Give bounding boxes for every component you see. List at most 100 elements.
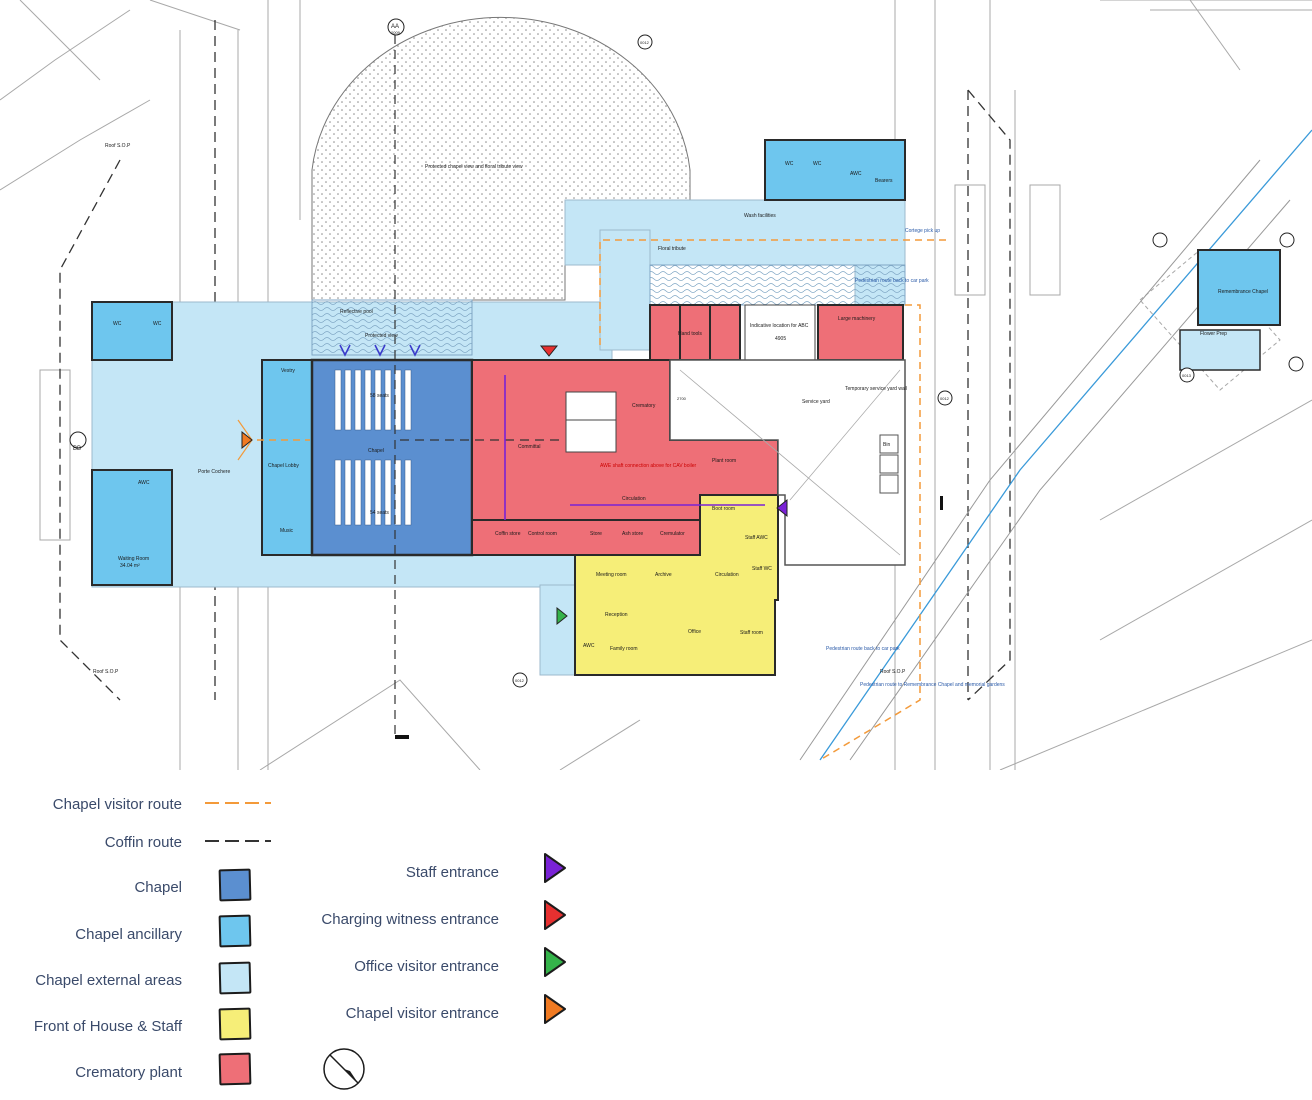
office-visitor-entrance-marker <box>556 606 568 626</box>
label-flower-prep: Flower Prep <box>1200 331 1227 337</box>
legend-swatch-chapel-external <box>218 961 252 995</box>
legend-coffin-route-line <box>205 840 271 842</box>
label-archive: Archive <box>655 572 672 578</box>
label-vestry: Vestry <box>281 368 295 374</box>
label-family-room: Family room <box>610 646 638 652</box>
label-waiting-room: Waiting Room <box>118 556 149 562</box>
label-ref-0013: 0013 <box>1182 373 1192 378</box>
label-wash-facilities: Wash facilities <box>744 213 776 219</box>
office-visitor-entrance-icon <box>544 947 566 977</box>
protected-view-area <box>311 16 691 301</box>
staff-entrance-icon <box>544 853 566 883</box>
legend-label-chapel-visitor-route: Chapel visitor route <box>52 796 182 813</box>
site-floor-plan: WC WC AWC Waiting Room 34.04 m² Porte Co… <box>0 0 1312 770</box>
label-roof-left-top: Roof S.O.P <box>105 143 131 149</box>
legend-label-chapel-external: Chapel external areas <box>35 972 182 989</box>
label-meeting-room: Meeting room <box>596 572 627 578</box>
label-staff-room: Staff room <box>740 630 763 636</box>
label-wc-top-2: WC <box>813 161 822 167</box>
label-roof-right-bottom: Roof S.O.P <box>880 669 906 675</box>
label-roof-left-bottom: Roof S.O.P <box>93 669 119 675</box>
label-circulation-yellow: Circulation <box>715 572 739 578</box>
label-awc-yellow: AWC <box>583 643 595 649</box>
legend-label-crematory-plant: Crematory plant <box>75 1064 182 1081</box>
label-awe-note: AWE shaft connection above for CAV boile… <box>600 463 696 469</box>
legend-label-office-visitor-entrance: Office visitor entrance <box>354 958 499 975</box>
label-chapel: Chapel <box>368 448 384 454</box>
section-markers <box>69 18 1304 688</box>
label-wc-top-1: WC <box>785 161 794 167</box>
legend-label-front-of-house: Front of House & Staff <box>33 1018 182 1035</box>
chapel-visitor-entrance-marker <box>241 430 253 450</box>
label-staff-wc: Staff WC <box>752 566 772 572</box>
label-awc-top: AWC <box>850 171 862 177</box>
label-awc-left: AWC <box>138 480 150 486</box>
label-protected-chapel-view: Protected chapel view and floral tribute… <box>425 164 523 170</box>
label-protected-view: Protected view <box>365 333 398 339</box>
north-arrow-icon <box>323 1048 365 1090</box>
label-section-aa: AA <box>391 24 399 30</box>
label-floral-tribute: Floral tribute <box>658 246 686 252</box>
label-music: Music <box>280 528 294 534</box>
legend-label-chapel-ancillary: Chapel ancillary <box>75 926 182 943</box>
label-waiting-room-area: 34.04 m² <box>120 563 140 569</box>
label-pedestrian-remembrance: Pedestrian route to Remembrance Chapel a… <box>860 682 1005 688</box>
label-reception: Reception <box>605 612 628 618</box>
chapel-ancillary-rooms <box>91 139 1281 586</box>
label-dim-2700: 2700 <box>677 396 687 401</box>
label-seats-top: 58 seats <box>370 393 389 399</box>
label-cortege-pickup: Cortege pick up <box>905 228 940 234</box>
chapel-visitor-entrance-icon <box>544 994 566 1024</box>
label-office: Office <box>688 629 701 635</box>
legend-swatch-chapel <box>218 868 252 902</box>
label-committal: Committal <box>518 444 541 450</box>
pedestrian-route-line <box>819 129 1312 761</box>
label-section-bb: BB <box>73 446 81 452</box>
label-reflective-pool: Reflective pool <box>340 309 373 315</box>
legend-label-charging-witness-entrance: Charging witness entrance <box>321 911 499 928</box>
label-cremulator: Cremulator <box>660 531 685 537</box>
crematory-plant-rooms <box>471 304 904 556</box>
front-of-house-rooms <box>574 494 779 676</box>
label-hand-tools: Hand tools <box>678 331 702 337</box>
label-service-yard: Service yard <box>802 399 830 405</box>
label-ref-0012-top: 0012 <box>640 40 650 45</box>
legend-swatch-crematory-plant <box>218 1052 252 1086</box>
label-wc-left-2: WC <box>153 321 162 327</box>
label-pedestrian-route-bottom: Pedestrian route back to car park <box>826 646 900 652</box>
label-plant-room: Plant room <box>712 458 736 464</box>
label-abc-dim: 4905 <box>775 336 786 342</box>
reflective-pool <box>311 299 473 356</box>
label-temp-service-note: Temporary service yard wall <box>845 386 907 392</box>
label-seats-bottom: 54 seats <box>370 510 389 516</box>
label-remembrance-chapel: Remembrance Chapel <box>1218 289 1268 295</box>
chapel-visitor-route-path <box>245 239 950 761</box>
label-control-room: Control room <box>528 531 557 537</box>
legend-chapel-visitor-route-line <box>205 802 271 804</box>
coffin-route-path <box>394 20 560 740</box>
label-ref-0012-bottom: 0012 <box>515 678 525 683</box>
legend-swatch-chapel-ancillary <box>218 914 252 948</box>
legend-label-chapel: Chapel <box>134 879 182 896</box>
charging-witness-entrance-icon <box>544 900 566 930</box>
label-crematory: Crematory <box>632 403 656 409</box>
chapel-seating <box>334 369 412 526</box>
label-store: Store <box>590 531 602 537</box>
label-large-machinery: Large machinery <box>838 316 876 322</box>
label-indicative-abc: Indicative location for ABC <box>750 323 809 329</box>
label-circulation-red: Circulation <box>622 496 646 502</box>
label-boot-room: Boot room <box>712 506 735 512</box>
legend-swatch-front-of-house <box>218 1007 252 1041</box>
label-pedestrian-route-top: Pedestrian route back to car park <box>855 278 929 284</box>
label-bearers: Bearers <box>875 178 893 184</box>
charging-witness-entrance-marker <box>539 345 559 357</box>
legend-label-chapel-visitor-entrance: Chapel visitor entrance <box>345 1005 499 1022</box>
staff-entrance-marker <box>776 498 788 518</box>
label-chapel-lobby: Chapel Lobby <box>268 463 299 469</box>
label-coffin-store: Coffin store <box>495 531 521 537</box>
label-ref-0012-right: 0012 <box>940 396 950 401</box>
label-ash-store: Ash store <box>622 531 643 537</box>
label-staff-awc: Staff AWC <box>745 535 768 541</box>
label-bin: Bin <box>883 442 890 448</box>
legend-label-coffin-route: Coffin route <box>104 834 182 851</box>
